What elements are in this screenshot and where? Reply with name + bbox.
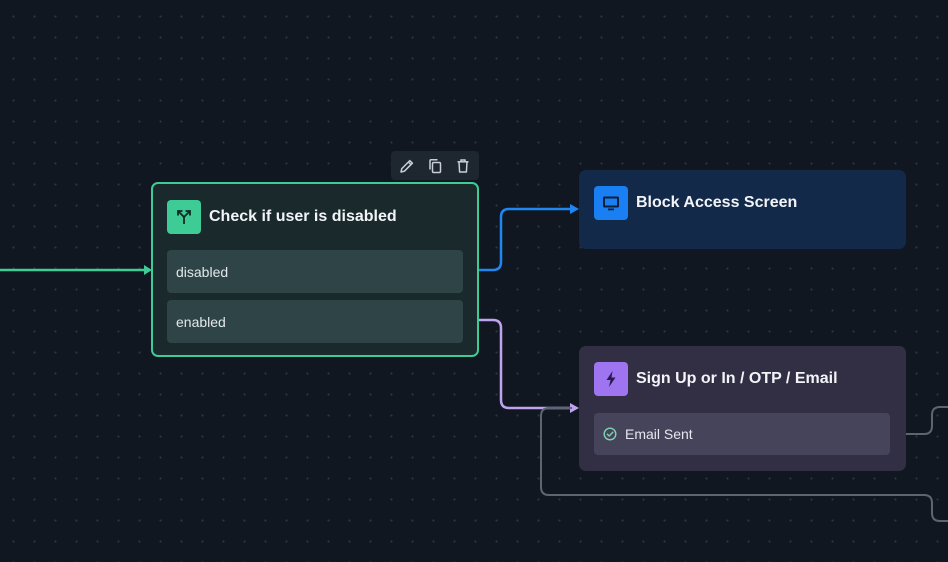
wire-enabled[interactable] bbox=[463, 318, 571, 410]
wire-disabled-arrow bbox=[570, 204, 579, 214]
node-toolbar bbox=[391, 151, 479, 180]
check-circle-icon bbox=[603, 427, 617, 441]
condition-node[interactable]: Check if user is disabled disabled enabl… bbox=[151, 182, 479, 357]
action-node-title: Sign Up or In / OTP / Email bbox=[636, 370, 838, 387]
condition-node-title: Check if user is disabled bbox=[209, 208, 397, 225]
wire-disabled[interactable] bbox=[463, 207, 571, 272]
outlet-label: disabled bbox=[176, 263, 229, 280]
trash-icon bbox=[457, 158, 469, 173]
wire-incoming-arrow bbox=[144, 265, 152, 275]
wire-loop[interactable] bbox=[540, 407, 948, 522]
condition-node-header: Check if user is disabled bbox=[167, 200, 397, 234]
screen-node-title: Block Access Screen bbox=[636, 194, 798, 211]
edit-button[interactable] bbox=[394, 153, 420, 179]
event-email-sent[interactable]: Email Sent bbox=[594, 413, 890, 455]
action-node[interactable]: Sign Up or In / OTP / Email Email Sent bbox=[579, 346, 906, 471]
pencil-icon bbox=[400, 159, 414, 173]
screen-node-header: Block Access Screen bbox=[594, 186, 797, 220]
lightning-icon bbox=[594, 362, 628, 396]
outlet-label: enabled bbox=[176, 313, 226, 330]
wire-email-sent[interactable] bbox=[890, 406, 948, 435]
action-node-header: Sign Up or In / OTP / Email bbox=[594, 362, 838, 396]
monitor-icon bbox=[594, 186, 628, 220]
screen-node[interactable]: Block Access Screen bbox=[579, 170, 906, 249]
wire-enabled-arrow bbox=[570, 403, 579, 413]
delete-button[interactable] bbox=[450, 153, 476, 179]
copy-icon bbox=[429, 158, 442, 173]
outlet-disabled[interactable]: disabled bbox=[167, 250, 463, 293]
duplicate-button[interactable] bbox=[422, 153, 448, 179]
event-label: Email Sent bbox=[625, 426, 693, 442]
branch-split-icon bbox=[167, 200, 201, 234]
outlet-enabled[interactable]: enabled bbox=[167, 300, 463, 343]
